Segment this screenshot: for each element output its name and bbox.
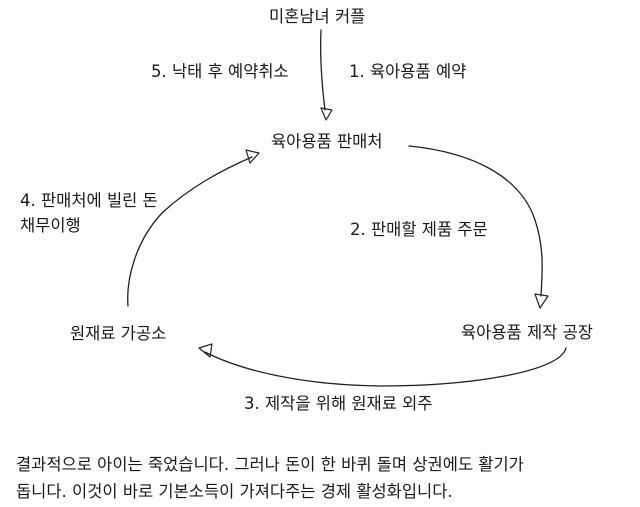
label-repay-debt-line1: 4. 판매처에 빌린 돈 xyxy=(20,191,158,210)
arrow-couple-to-shop xyxy=(319,29,326,111)
arrowhead-factory-to-supplier xyxy=(198,343,213,358)
caption-line-1: 결과적으로 아이는 죽었습니다. 그러나 돈이 한 바퀴 돌며 상권에도 활기가 xyxy=(16,455,524,474)
caption-line-2: 돕니다. 이것이 바로 기본소득이 가져다주는 경제 활성화입니다. xyxy=(16,482,453,501)
label-cancel-reservation: 5. 낙태 후 예약취소 xyxy=(151,62,289,81)
arrow-factory-to-supplier xyxy=(204,347,567,387)
label-reserve-products: 1. 육아용품 예약 xyxy=(349,62,467,81)
arrowhead-couple-to-shop xyxy=(320,107,333,121)
node-supplier: 원재료 가공소 xyxy=(70,324,167,343)
node-factory: 육아용품 제작 공장 xyxy=(461,323,593,342)
node-shop: 육아용품 판매처 xyxy=(271,132,383,151)
node-couple: 미혼남녀 커플 xyxy=(269,7,366,26)
caption: 결과적으로 아이는 죽었습니다. 그러나 돈이 한 바퀴 돌며 상권에도 활기가… xyxy=(16,451,628,505)
label-repay-debt-line2: 채무이행 xyxy=(20,216,81,235)
arrow-supplier-to-shop xyxy=(127,156,253,307)
label-outsource-materials: 3. 제작을 위해 원재료 외주 xyxy=(244,394,433,413)
label-order-products: 2. 판매할 제품 주문 xyxy=(350,220,488,239)
arrow-shop-to-factory xyxy=(408,145,543,297)
arrowhead-shop-to-factory xyxy=(534,293,549,309)
arrowhead-supplier-to-shop xyxy=(245,149,260,164)
